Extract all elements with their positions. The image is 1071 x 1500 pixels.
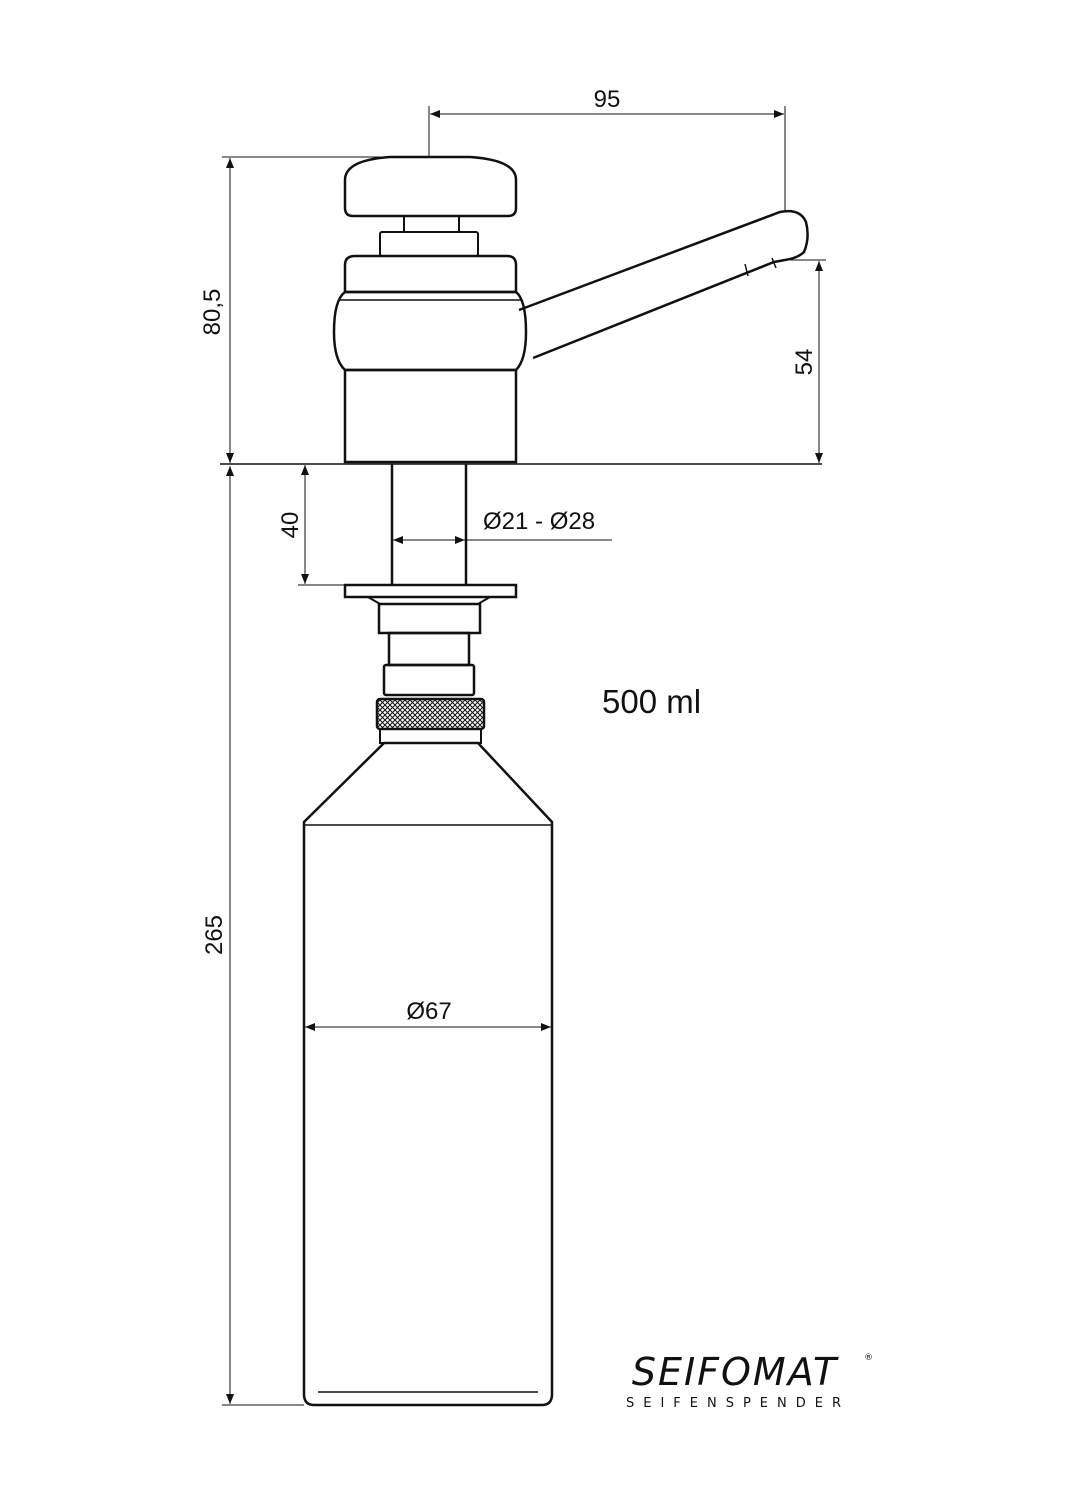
- capacity-label: 500 ml: [602, 683, 701, 720]
- dimension-hole-diameter: Ø21 - Ø28: [393, 508, 612, 544]
- logo-registered-mark: ®: [864, 1353, 873, 1363]
- shank: [390, 464, 468, 585]
- logo-tagline: SEIFENSPENDER: [626, 1396, 850, 1411]
- dimension-label-95: 95: [594, 86, 621, 113]
- dimension-label-54: 54: [791, 349, 818, 376]
- brand-logo: SEIFOMAT ® SEIFENSPENDER: [626, 1350, 873, 1411]
- dimension-label-80-5: 80,5: [199, 289, 226, 336]
- dimension-bottle-length: 265: [201, 466, 304, 1406]
- mounting-flange: [343, 583, 518, 635]
- dimension-label-hole: Ø21 - Ø28: [483, 508, 595, 535]
- dimension-label-67: Ø67: [406, 998, 451, 1025]
- dimension-head-height: 80,5: [199, 156, 390, 463]
- pump-tube-connector: [375, 631, 486, 744]
- pump-cap: [343, 155, 518, 218]
- dimension-spout-height: 54: [790, 259, 826, 463]
- dimension-shank-length: 40: [277, 465, 345, 586]
- dimension-spout-reach: 95: [428, 86, 786, 212]
- dimension-label-265: 265: [201, 915, 228, 955]
- spout: [518, 209, 809, 360]
- bottle: [302, 741, 554, 1407]
- logo-wordmark: SEIFOMAT: [632, 1350, 839, 1394]
- knurled-collar: [375, 697, 486, 731]
- dimension-label-40: 40: [277, 512, 304, 539]
- dimension-bottle-diameter: Ø67: [305, 998, 551, 1031]
- pump-body: [332, 254, 528, 464]
- pump-stem: [379, 215, 479, 257]
